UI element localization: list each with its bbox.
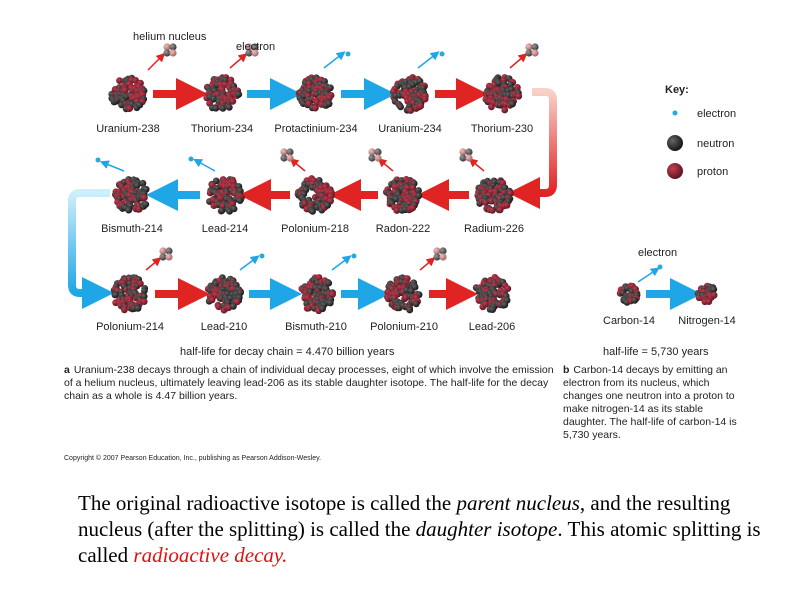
key-title: Key: xyxy=(665,84,689,96)
term-radioactive-decay: radioactive decay. xyxy=(133,543,288,567)
nucleus-carbon-14 xyxy=(616,282,641,306)
nucleus-lead-206 xyxy=(472,274,512,313)
nucleus-protactinium-234 xyxy=(295,74,335,112)
emission-arrow-row2-1 xyxy=(468,158,485,172)
label-carbon-14: Carbon-14 xyxy=(603,315,655,327)
nucleus-thorium-230 xyxy=(482,74,523,114)
electron-label: electron xyxy=(236,41,275,53)
emission-arrow-row3-3 xyxy=(331,255,352,271)
helium-nucleus-label: helium nucleus xyxy=(133,31,207,43)
nucleus-radium-226 xyxy=(474,177,514,214)
label-bismuth-210: Bismuth-210 xyxy=(285,321,347,333)
emission-arrow-row2-4 xyxy=(193,158,216,172)
chain-half-life: half-life for decay chain = 4.470 billio… xyxy=(180,346,395,358)
electron-label-b: electron xyxy=(638,247,677,259)
emission-arrow-row1-2 xyxy=(323,51,346,69)
key-neutron-label: neutron xyxy=(697,138,734,150)
emission-arrow-row1-4 xyxy=(509,53,528,69)
emission-arrow-carbon xyxy=(637,267,660,283)
electron-carbon xyxy=(657,264,663,270)
electron-row3-2 xyxy=(259,253,265,259)
caption-b-letter: b xyxy=(563,364,570,376)
explanation-text: The original radioactive isotope is call… xyxy=(78,490,778,568)
decay-diagram: Uranium-238 Thorium-234 Protactinium-234 Ur… xyxy=(68,31,736,358)
emission-arrow-row2-3 xyxy=(289,158,306,172)
explanation-part1: The original radioactive isotope is call… xyxy=(78,491,457,515)
emission-arrow-u238 xyxy=(147,52,166,71)
nucleus-lead-214 xyxy=(206,176,246,215)
label-thorium-234: Thorium-234 xyxy=(191,123,253,135)
key-electron-swatch xyxy=(672,110,678,116)
emission-arrow-row1-1 xyxy=(229,53,248,69)
label-polonium-214: Polonium-214 xyxy=(96,321,164,333)
label-nitrogen-14: Nitrogen-14 xyxy=(678,315,735,327)
label-protactinium-234: Protactinium-234 xyxy=(274,123,357,135)
caption-b-text: Carbon-14 decays by emitting an electron… xyxy=(563,364,737,441)
nucleus-polonium-218 xyxy=(294,175,335,215)
helium-nucleus-row1-4 xyxy=(525,43,539,57)
label-uranium-238: Uranium-238 xyxy=(96,123,160,135)
helium-nucleus-row2-2 xyxy=(368,148,382,162)
label-thorium-230: Thorium-230 xyxy=(471,123,533,135)
copyright-notice: Copyright © 2007 Pearson Education, Inc.… xyxy=(64,455,322,462)
helium-nucleus-row3-1 xyxy=(159,247,173,261)
nucleus-radon-222 xyxy=(382,176,423,214)
emission-arrow-bi214 xyxy=(99,160,125,172)
label-polonium-218: Polonium-218 xyxy=(281,223,349,235)
key-proton-label: proton xyxy=(697,166,728,178)
label-bismuth-214: Bismuth-214 xyxy=(101,223,163,235)
electron-row3-3 xyxy=(351,253,357,259)
key-electron-label: electron xyxy=(697,108,736,120)
nucleus-uranium-234 xyxy=(390,74,429,114)
term-parent-nucleus: parent nucleus xyxy=(456,491,580,515)
nucleus-bismuth-210 xyxy=(298,274,336,315)
helium-nucleus-u238 xyxy=(163,43,177,57)
electron-row1-3 xyxy=(439,51,445,57)
nucleus-bismuth-214 xyxy=(112,176,150,214)
emission-arrow-row3-4 xyxy=(419,257,436,271)
helium-nucleus-row3-4 xyxy=(433,247,447,261)
nucleus-thorium-234 xyxy=(203,74,243,112)
label-radium-226: Radium-226 xyxy=(464,223,524,235)
label-lead-206: Lead-206 xyxy=(469,321,516,333)
label-polonium-210: Polonium-210 xyxy=(370,321,438,333)
explanation-part3: . This atomic splitting is called xyxy=(78,517,761,567)
nucleus-uranium-238 xyxy=(108,74,148,113)
electron-row2-4 xyxy=(188,156,194,162)
helium-nucleus-row2-3 xyxy=(280,148,294,162)
nucleus-polonium-210 xyxy=(384,274,423,314)
emission-arrow-row1-3 xyxy=(417,51,440,69)
label-radon-222: Radon-222 xyxy=(376,223,430,235)
emission-arrow-row3-1 xyxy=(145,257,162,271)
carbon-half-life: half-life = 5,730 years xyxy=(603,346,709,358)
nucleus-nitrogen-14 xyxy=(694,282,718,306)
label-uranium-234: Uranium-234 xyxy=(378,123,442,135)
term-daughter-isotope: daughter isotope xyxy=(415,517,558,541)
explanation-part2: , and the resulting nucleus (after the s… xyxy=(78,491,731,541)
key-proton-swatch xyxy=(667,163,683,179)
electron-bi214 xyxy=(95,157,101,163)
helium-nucleus-row1-1 xyxy=(245,43,259,57)
caption-a-text: Uranium-238 decays through a chain of in… xyxy=(64,364,554,402)
electron-row1-2 xyxy=(345,51,351,57)
emission-arrow-row3-2 xyxy=(239,255,260,271)
row-connector-right xyxy=(508,88,557,209)
caption-a-letter: a xyxy=(64,364,70,376)
emission-arrow-row2-2 xyxy=(377,158,394,172)
key-neutron-swatch xyxy=(667,135,683,151)
helium-nucleus-row2-1 xyxy=(459,148,473,162)
nucleus-polonium-214 xyxy=(110,274,149,314)
label-lead-214: Lead-214 xyxy=(202,223,249,235)
label-lead-210: Lead-210 xyxy=(201,321,248,333)
nucleus-lead-210 xyxy=(204,274,245,314)
row-connector-left xyxy=(68,189,114,309)
